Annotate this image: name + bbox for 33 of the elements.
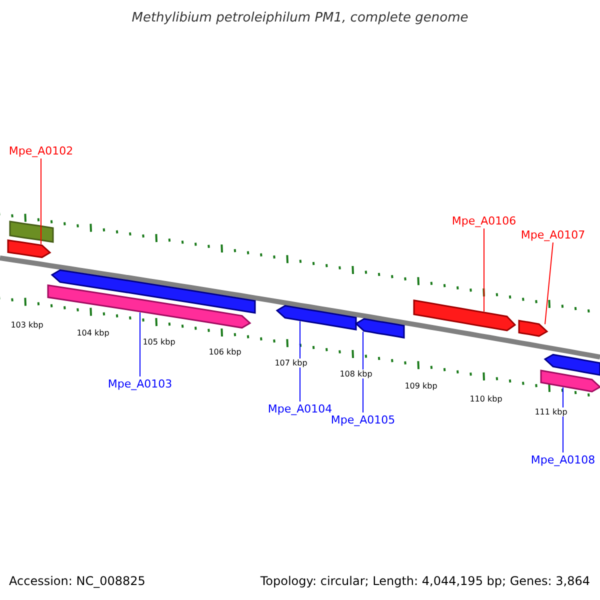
- gene-feature: [354, 318, 405, 339]
- scale-label: 104 kbp: [76, 328, 110, 338]
- feature-bar: [9, 220, 54, 243]
- scale-label: 106 kbp: [208, 348, 242, 356]
- leader-line: [40, 158, 42, 245]
- leader-line: [562, 386, 564, 453]
- gene-feature: [47, 284, 252, 329]
- scale-label: 111 kbp: [534, 408, 568, 416]
- leader-line: [544, 242, 554, 325]
- gene-label: Mpe_A0105: [330, 414, 396, 426]
- gene-label: Mpe_A0103: [108, 378, 172, 390]
- scale-label: 105 kbp: [142, 338, 176, 346]
- genome-info-text: Topology: circular; Length: 4,044,195 bp; Genes: 3,864: [260, 574, 590, 588]
- gene-feature: [7, 239, 52, 258]
- gene-feature: [276, 305, 357, 330]
- gene-feature: [413, 300, 516, 332]
- gene-feature: [540, 370, 600, 392]
- gene-feature: [518, 320, 548, 337]
- gene-label: Mpe_A0108: [530, 454, 596, 466]
- leader-line: [362, 331, 364, 413]
- gene-label: Mpe_A0104: [268, 402, 332, 416]
- gene-label: Mpe_A0102: [8, 144, 74, 158]
- scale-label: 107 kbp: [274, 358, 308, 368]
- gene-feature: [50, 269, 256, 314]
- accession-text: Accession: NC_008825: [9, 574, 146, 588]
- scale-label: 108 kbp: [340, 370, 372, 378]
- gene-label: Mpe_A0107: [520, 228, 586, 242]
- gene-label: Mpe_A0106: [452, 214, 516, 228]
- scale-label: 109 kbp: [404, 382, 438, 390]
- scale-label: 110 kbp: [470, 394, 502, 404]
- gene-feature: [544, 354, 600, 376]
- map-title: Methylibium petroleiphilum PM1, complete genome: [132, 10, 468, 26]
- scale-label: 103 kbp: [10, 320, 44, 330]
